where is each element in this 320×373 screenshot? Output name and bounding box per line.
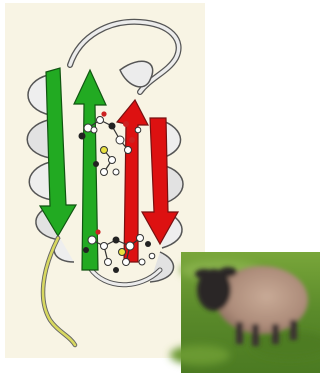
protein-structure [5, 3, 205, 358]
sheep-photo [170, 252, 320, 373]
sheep-leg [236, 322, 243, 344]
